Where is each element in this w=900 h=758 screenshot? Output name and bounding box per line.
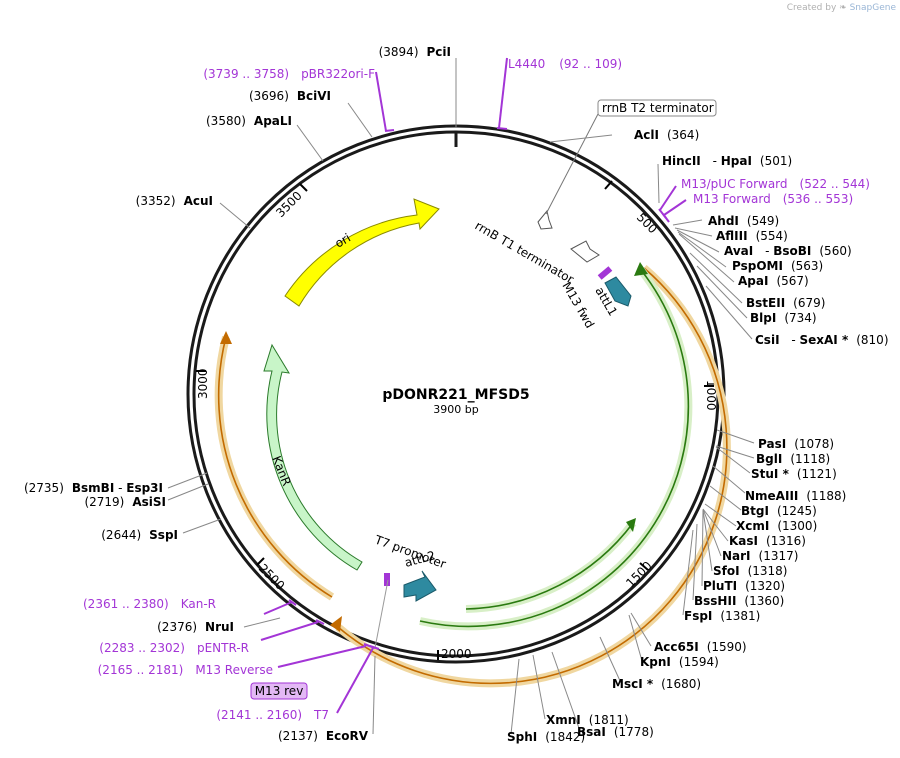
attl1-arrow xyxy=(604,276,632,307)
kanr-feature-arrow xyxy=(263,343,363,571)
green-orf-outer-arrowhead-icon xyxy=(634,262,648,276)
site-label-nmeaiii: NmeAIII(1188) xyxy=(745,489,846,503)
site-label-stui: StuI *(1121) xyxy=(751,467,837,481)
site-label-acli: AclI(364) xyxy=(634,128,699,142)
m13-rev-box[interactable] xyxy=(250,682,308,700)
tick-label-1000: 1000 xyxy=(704,380,718,411)
orange-orf-left-arrowhead-icon xyxy=(220,331,232,344)
site-label-bsai: BsaI(1778) xyxy=(577,725,654,739)
site-label-bsteii: BstEII(679) xyxy=(746,296,825,310)
site-label-bcivi: (3696)BciVI xyxy=(249,89,331,103)
orange-orf-right xyxy=(335,264,731,688)
tick-label-2000: 2000 xyxy=(441,647,472,661)
site-label-pluti: PluTI(1320) xyxy=(703,579,785,593)
site-label-pcii: (3894)PciI xyxy=(379,45,451,59)
primer-marks xyxy=(260,57,687,714)
site-label-asisi: (2719)AsiSI xyxy=(84,495,166,509)
primer-label-l4440: L4440(92 .. 109) xyxy=(508,57,622,71)
site-label-kasi: KasI(1316) xyxy=(729,534,806,548)
site-leader-lines xyxy=(167,58,755,735)
rrnb-t2-arrow xyxy=(537,209,553,230)
site-label-afliii: AflIII(554) xyxy=(716,229,788,243)
site-label-btgi: BtgI(1245) xyxy=(741,504,817,518)
rrnb-t2-box xyxy=(597,99,717,117)
credit-brand: SnapGene xyxy=(849,3,896,13)
plasmid-name: pDONR221_MFSD5 xyxy=(382,387,529,403)
site-label-fspi: FspI(1381) xyxy=(684,609,760,623)
snapgene-logo-icon: ❧ xyxy=(839,3,847,13)
site-label-apali: (3580)ApaLI xyxy=(206,114,292,128)
rrnb-t2-leader xyxy=(545,113,599,215)
site-label-kpni: KpnI(1594) xyxy=(640,655,719,669)
primer-label-m13-forward: M13 Forward(536 .. 553) xyxy=(693,192,853,206)
m13fwd-label: M13 fwd xyxy=(559,280,597,331)
primer-label-pentr-r: (2283 .. 2302)pENTR-R xyxy=(99,641,249,655)
orange-orf-right-line xyxy=(337,267,728,685)
site-label-ecorv: (2137)EcoRV xyxy=(278,729,369,743)
primer-label-kan-r: (2361 .. 2380)Kan-R xyxy=(83,597,216,611)
primer-label-m13-puc-forward: M13/pUC Forward(522 .. 544) xyxy=(681,177,870,191)
tick-label-3000: 3000 xyxy=(196,368,210,399)
site-label-sfoi: SfoI(1318) xyxy=(713,564,787,578)
site-label-bgli: BglI(1118) xyxy=(756,452,830,466)
site-label-acui: (3352)AcuI xyxy=(136,194,213,208)
green-orf-inner xyxy=(465,520,637,613)
site-label-bsmbi-esp3i: (2735)BsmBI - Esp3I xyxy=(24,481,163,495)
site-label-msci: MscI *(1680) xyxy=(612,677,701,691)
tick-3500 xyxy=(299,183,308,192)
primer-label-t7: (2141 .. 2160)T7 xyxy=(216,708,329,722)
ori-feature-arrow xyxy=(284,198,440,307)
plasmid-size: 3900 bp xyxy=(433,403,478,416)
tick-2500 xyxy=(256,557,265,566)
rrnb-t1-label: rrnB T1 terminator xyxy=(473,218,577,286)
site-label-nrui: (2376)NruI xyxy=(157,620,234,634)
m13fwd-primer-mark xyxy=(597,266,613,280)
site-label-pasi: PasI(1078) xyxy=(758,437,834,451)
site-label-bsshii: BssHII(1360) xyxy=(694,594,784,608)
site-label-pspomi: PspOMI(563) xyxy=(732,259,823,273)
site-label-xcmi: XcmI(1300) xyxy=(736,519,817,533)
orange-orf-left-line xyxy=(217,336,333,598)
site-label-sspi: (2644)SspI xyxy=(101,528,178,542)
site-label-acc65i: Acc65I(1590) xyxy=(654,640,747,654)
kanr-label: KanR xyxy=(269,454,294,488)
site-label-ahdi: AhdI(549) xyxy=(708,214,779,228)
m13-rev-label: M13 rev xyxy=(255,684,304,698)
site-label-sphi: SphI(1842) xyxy=(507,730,585,744)
tick-1500 xyxy=(639,562,649,571)
site-labels: (3894)PciI (3696)BciVI (3580)ApaLI (3352… xyxy=(24,45,889,744)
site-label-hincii-hpai: HincII - HpaI(501) xyxy=(662,154,792,168)
site-label-nari: NarI(1317) xyxy=(722,549,798,563)
rrnb-t1-arrow xyxy=(570,240,600,263)
tick-500 xyxy=(604,180,613,190)
green-orf-outer-line xyxy=(419,269,690,628)
primer-label-m13-reverse: (2165 .. 2181)M13 Reverse xyxy=(98,663,273,677)
primer-labels: L4440(92 .. 109) M13/pUC Forward(522 .. … xyxy=(83,57,870,722)
site-label-xmni: XmnI(1811) xyxy=(546,713,629,727)
credit-text: Created by xyxy=(786,3,837,13)
site-label-apai: ApaI(567) xyxy=(738,274,809,288)
attl2-arrow xyxy=(403,570,437,602)
green-orf-inner-line xyxy=(465,522,634,610)
credit: Created by ❧ SnapGene xyxy=(787,3,896,13)
site-label-blpi: BlpI(734) xyxy=(750,311,817,325)
green-orf-inner-arrowhead-icon xyxy=(626,518,636,532)
ori-label: ori xyxy=(333,231,354,251)
site-label-csii-sexai: CsiI - SexAI *(810) xyxy=(755,333,889,347)
primer-label-pbr322ori-f: (3739 .. 3758)pBR322ori-F xyxy=(203,67,375,81)
orange-orf-right-arrowhead-icon xyxy=(330,616,342,632)
t7-primer-mark xyxy=(384,573,390,586)
rrnb-t2-label: rrnB T2 terminator xyxy=(602,101,714,115)
site-label-avai-bsobi: AvaI - BsoBI(560) xyxy=(724,244,852,258)
t7-leader xyxy=(374,579,389,649)
